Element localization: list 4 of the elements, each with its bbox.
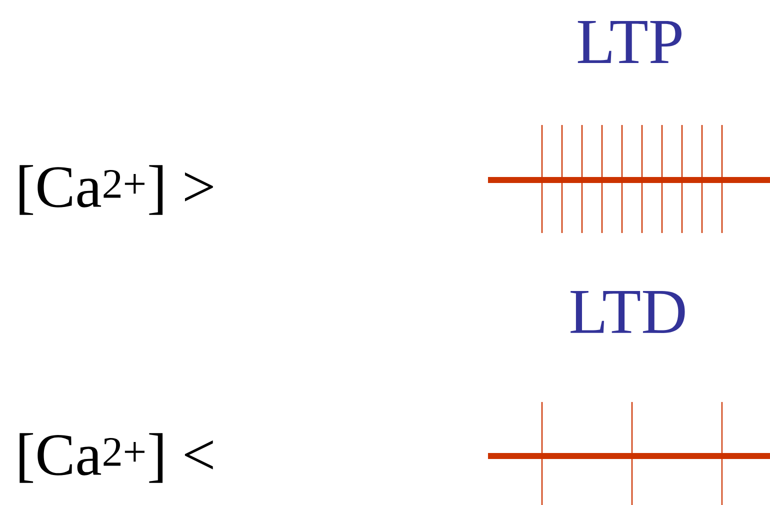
plasticity-label: LTP: [578, 21, 682, 63]
calcium-level-label: [Ca$^{2+}$] <: [20, 433, 213, 483]
plasticity-label: LTD: [570, 290, 685, 333]
calcium-level-label: [Ca$^{2+}$] >: [20, 165, 213, 215]
